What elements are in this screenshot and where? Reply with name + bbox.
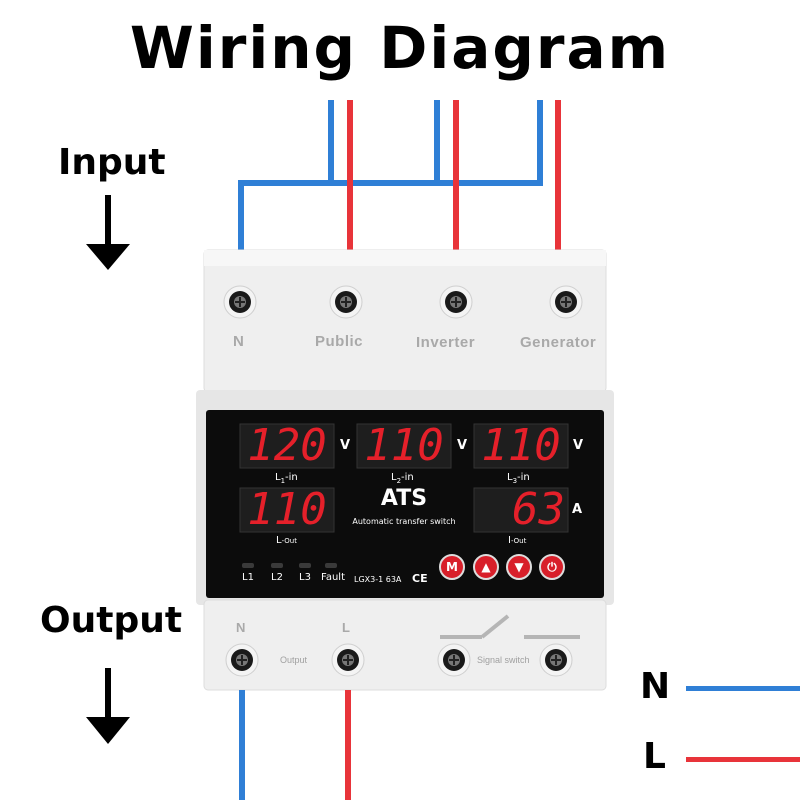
display-value-l3-in: 110 — [481, 420, 561, 471]
power-button[interactable]: ⏻ — [539, 554, 565, 580]
label-l1-in: L1-in — [275, 472, 298, 485]
display-windows — [239, 423, 569, 533]
model-label: LGX3-1 63A — [354, 575, 402, 584]
line-wire-output — [345, 690, 351, 800]
neutral-wire-inverter — [434, 100, 440, 184]
legend-neutral-line — [686, 686, 800, 691]
output-label: Output — [40, 600, 183, 641]
display-value-l-out: 110 — [247, 484, 327, 535]
bottom-label-l: L — [342, 620, 351, 635]
ce-mark: CE — [412, 572, 428, 585]
display-value-l2-in: 110 — [364, 420, 444, 471]
up-button[interactable]: ▲ — [473, 554, 499, 580]
output-wires — [239, 690, 351, 800]
label-i-out: I-Out — [508, 535, 527, 546]
signal-switch-symbol — [440, 614, 580, 639]
bottom-screws — [225, 643, 573, 677]
down-button[interactable]: ▼ — [506, 554, 532, 580]
bottom-label-signal-switch: Signal switch — [477, 655, 530, 665]
input-label: Input — [58, 142, 166, 183]
screw-icon — [439, 285, 473, 319]
screw-icon — [549, 285, 583, 319]
input-arrow-icon — [86, 195, 130, 270]
neutral-wire-generator — [537, 100, 543, 184]
neutral-wire-public — [328, 100, 334, 184]
led-label-l2: L2 — [271, 572, 283, 583]
input-wires — [238, 100, 561, 258]
led-l1-indicator — [242, 563, 254, 568]
terminal-label-generator: Generator — [520, 334, 597, 351]
led-l2-indicator — [271, 563, 283, 568]
display-l3-in — [473, 423, 569, 469]
display-i-out — [473, 487, 569, 533]
ats-subtitle: Automatic transfer switch — [352, 517, 456, 526]
upper-block-top — [204, 250, 606, 266]
display-unit-l3-in: V — [573, 438, 584, 453]
neutral-wire-to-n — [238, 180, 244, 258]
display-l2-in — [356, 423, 452, 469]
display-value-i-out: 63 — [512, 484, 565, 535]
led-label-l1: L1 — [242, 572, 254, 583]
top-screws — [223, 285, 583, 319]
label-l-out: L-Out — [276, 535, 297, 546]
upper-terminal-block — [203, 249, 607, 393]
legend-line-line — [686, 757, 800, 762]
screw-icon — [437, 643, 471, 677]
line-wire-generator — [555, 100, 561, 258]
display-unit-l1-in: V — [340, 438, 351, 453]
lower-terminal-block — [203, 599, 607, 691]
label-l3-in: L3-in — [507, 472, 530, 485]
output-arrow-icon — [86, 668, 130, 744]
display-l-out — [239, 487, 335, 533]
neutral-bus — [238, 180, 543, 186]
display-unit-l2-in: V — [457, 438, 468, 453]
led-label-fault: Fault — [321, 572, 345, 583]
legend-label-l: L — [643, 736, 666, 777]
line-wire-public — [347, 100, 353, 258]
terminal-label-inverter: Inverter — [416, 334, 476, 351]
led-fault-indicator — [325, 563, 337, 568]
neutral-wire-output — [239, 690, 245, 800]
screw-icon — [225, 643, 259, 677]
screw-icon — [539, 643, 573, 677]
terminal-label-public: Public — [315, 333, 364, 350]
diagram-title: Wiring Diagram — [129, 14, 671, 82]
terminal-label-n: N — [233, 333, 245, 350]
label-l2-in: L2-in — [391, 472, 414, 485]
line-wire-inverter — [453, 100, 459, 258]
screw-icon — [223, 285, 257, 319]
display-value-l1-in: 120 — [247, 420, 327, 471]
ats-title: ATS — [380, 486, 428, 511]
mode-button[interactable]: M — [439, 554, 465, 580]
bottom-label-output: Output — [280, 655, 308, 665]
led-l3-indicator — [299, 563, 311, 568]
display-l1-in — [239, 423, 335, 469]
led-label-l3: L3 — [299, 572, 311, 583]
legend-label-n: N — [640, 666, 671, 707]
screw-icon — [329, 285, 363, 319]
screw-icon — [331, 643, 365, 677]
bottom-label-n: N — [236, 620, 246, 635]
display-unit-i-out: A — [572, 502, 583, 517]
